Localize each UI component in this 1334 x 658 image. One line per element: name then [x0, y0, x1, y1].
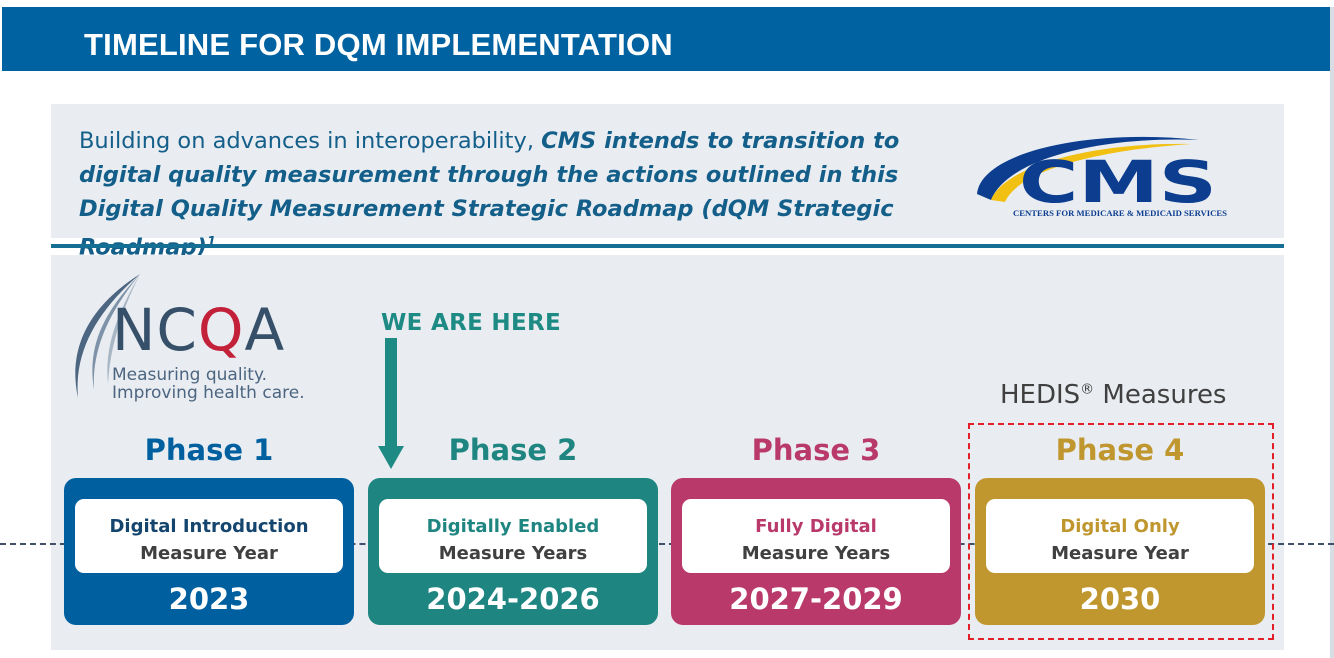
we-are-here-label: WE ARE HERE: [381, 310, 562, 336]
phase-4-card: Digital Only Measure Year 2030: [975, 478, 1265, 625]
cms-wordmark: CMS: [1019, 148, 1217, 216]
phase-4-title: Phase 4: [1055, 433, 1185, 467]
cms-swoosh-blue: [977, 136, 1199, 200]
phase-1-card: Digital Introduction Measure Year 2023: [64, 478, 354, 625]
cms-logo: CMS CENTERS FOR MEDICARE & MEDICAID SERV…: [977, 136, 1227, 218]
intro-lead: Building on advances in interoperability…: [79, 128, 542, 154]
phase-2-year: 2024-2026: [426, 582, 600, 616]
down-arrow-icon: [378, 338, 404, 469]
cms-swoosh-yellow: [991, 143, 1191, 202]
phase-1-measure: Measure Year: [140, 543, 278, 564]
phase-1-year: 2023: [168, 582, 250, 616]
phase-3-year: 2027-2029: [729, 582, 903, 616]
page-title: TIMELINE FOR DQM IMPLEMENTATION: [84, 27, 673, 62]
ncqa-wordmark-a: A: [244, 296, 286, 364]
cms-subtitle: CENTERS FOR MEDICARE & MEDICAID SERVICES: [1013, 208, 1227, 218]
phase-3-measure: Measure Years: [741, 543, 891, 564]
intro-footnote: 1: [206, 235, 217, 250]
timeline-dashed-line: [0, 543, 1334, 545]
section-divider: [51, 244, 1284, 248]
phase-1-kind: Digital Introduction: [109, 516, 309, 537]
phase-2-title: Phase 2: [448, 433, 578, 467]
ncqa-logo: NCQA Measuring quality. Improving health…: [66, 272, 316, 402]
ncqa-wordmark: NCQA: [112, 296, 285, 364]
phase-4-kind: Digital Only: [1060, 516, 1180, 537]
hedis-measures-label: HEDIS® Measures: [1000, 380, 1226, 410]
hedis-suffix: Measures: [1094, 380, 1227, 410]
intro-panel: Building on advances in interoperability…: [51, 104, 1284, 261]
phase-2-kind: Digitally Enabled: [426, 516, 600, 537]
phase-3-label-box: Fully Digital Measure Years: [682, 499, 950, 573]
ncqa-wordmark-nc: NC: [112, 296, 198, 364]
hedis-registered-mark: ®: [1080, 381, 1095, 398]
phase-2-label-box: Digitally Enabled Measure Years: [379, 499, 647, 573]
phase-3-kind: Fully Digital: [755, 516, 877, 537]
right-edge-bar: [1330, 7, 1334, 658]
ncqa-wordmark-q: Q: [197, 296, 245, 364]
ncqa-tagline-2: Improving health care.: [112, 383, 305, 403]
phase-2-card: Digitally Enabled Measure Years 2024-202…: [368, 478, 658, 625]
ncqa-swoosh: [75, 274, 140, 398]
phase-1-title: Phase 1: [144, 433, 274, 467]
phase-1-label-box: Digital Introduction Measure Year: [75, 499, 343, 573]
hedis-name: HEDIS: [1000, 380, 1081, 410]
phase-2-measure: Measure Years: [438, 543, 588, 564]
phase-4-measure: Measure Year: [1051, 543, 1189, 564]
phase-4-label-box: Digital Only Measure Year: [986, 499, 1254, 573]
ncqa-tagline: Measuring quality. Improving health care…: [112, 366, 305, 402]
header-bar: TIMELINE FOR DQM IMPLEMENTATION: [2, 7, 1334, 71]
phase-4-year: 2030: [1079, 582, 1161, 616]
phase-3-card: Fully Digital Measure Years 2027-2029: [671, 478, 961, 625]
phase-3-title: Phase 3: [751, 433, 881, 467]
ncqa-tagline-1: Measuring quality.: [112, 365, 267, 385]
phase4-highlight-frame: [968, 423, 1274, 640]
